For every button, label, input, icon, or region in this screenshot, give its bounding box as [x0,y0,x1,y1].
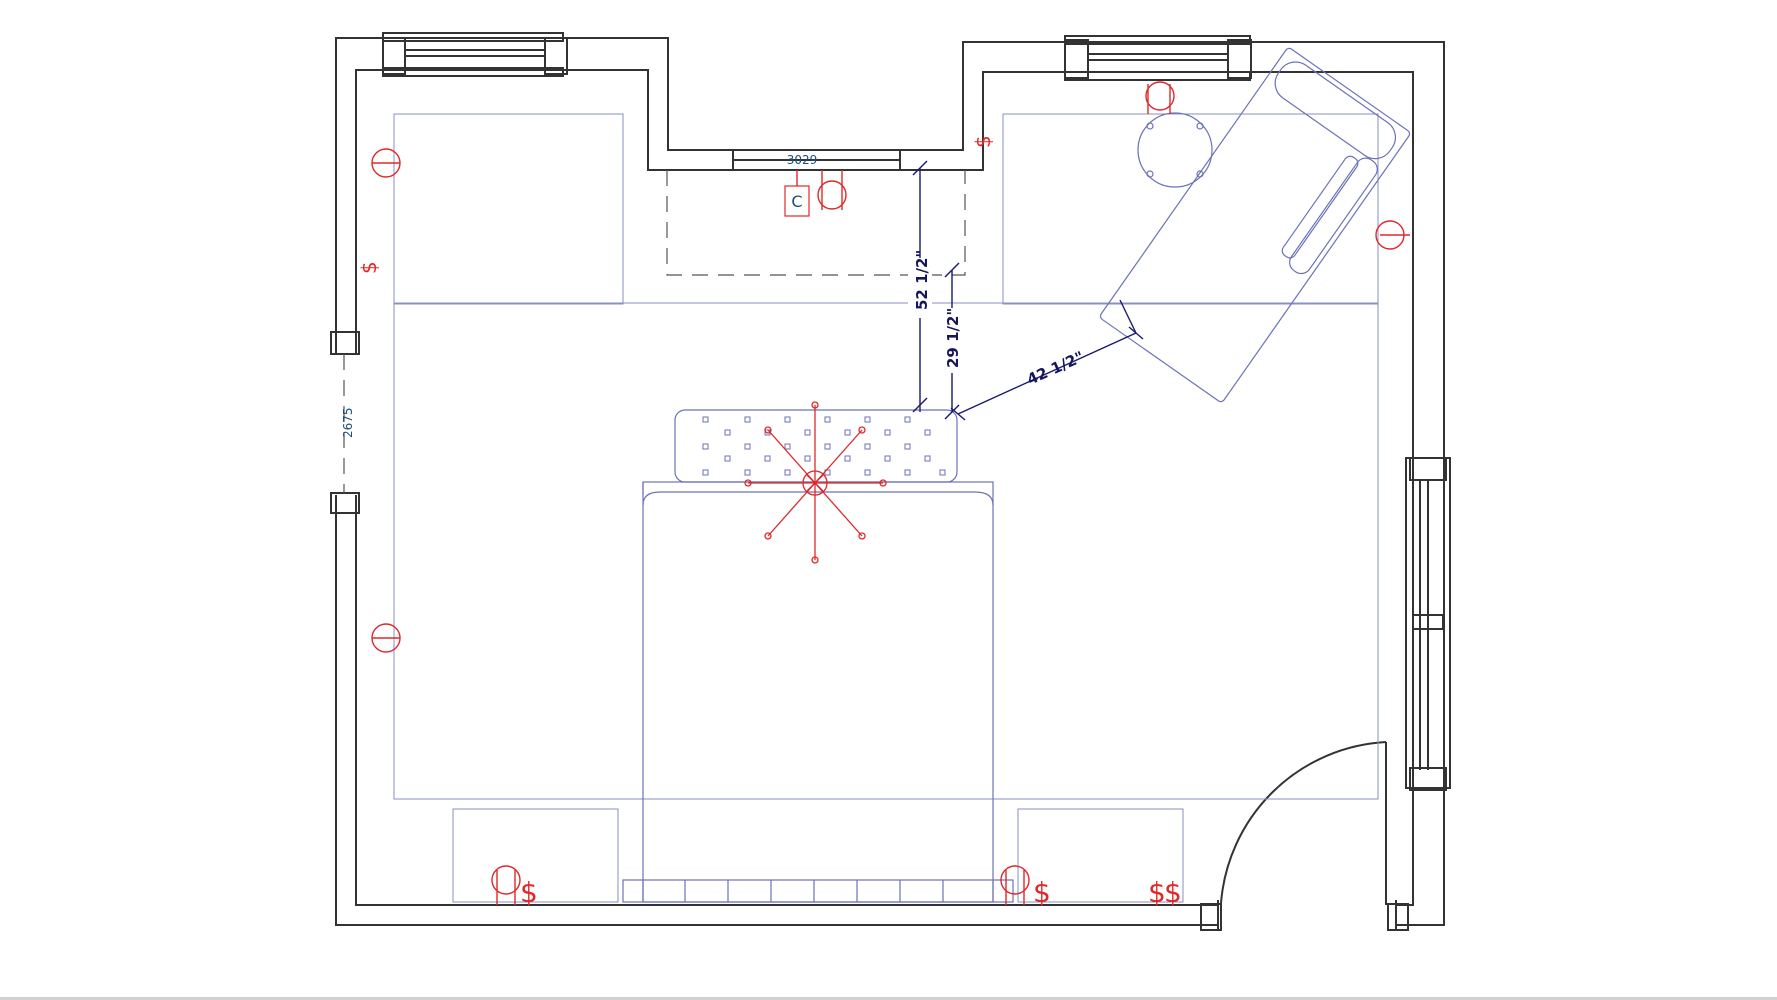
outlet-icon [371,148,401,178]
window-tag: 3029 [787,153,818,167]
outlet-icon [371,623,401,653]
nightstand-left [452,808,619,903]
dimension-29-half-label: 29 1/2" [944,308,962,368]
switch-icon: $ [357,261,381,274]
dimension-29-half: 29 1/2" [940,262,964,420]
dimension-42-half: 42 1/2" [950,299,1144,421]
switch-icon: $ [1033,876,1051,909]
door-left-tag: 2675 [341,407,355,438]
door-left: 2675 [330,331,360,514]
bottom-divider [0,997,1777,1000]
outlet-icon [817,170,847,210]
lounge-chair [1099,47,1411,403]
inner-wall [355,69,1414,906]
wardrobe-left [393,113,624,305]
outlet-icon [1145,81,1175,114]
dimension-52-half: 52 1/2" [908,160,932,413]
window-right [1405,457,1451,791]
nightstand-right [1017,808,1184,903]
alcove-window: 3029 [647,150,966,276]
outlet-icon [1000,865,1030,905]
outer-wall [335,37,1445,926]
window-top-right [1064,35,1252,81]
ceiling-box-label: C [791,192,802,211]
chandelier-icon [744,401,887,564]
window-top-left [382,32,568,77]
outlet-icon [491,865,521,905]
outlet-icon [1375,220,1410,250]
dimension-52-half-label: 52 1/2" [913,250,931,310]
wardrobe-right [1002,113,1379,305]
bed [622,481,1014,903]
switch-icon: $ [1164,876,1182,909]
side-table [1137,112,1213,188]
rug [393,302,1379,800]
dimension-42-half-label: 42 1/2" [1024,348,1086,389]
headboard-pattern [702,416,946,476]
switch-icon: $ [971,135,995,148]
switch-icon: $ [520,876,538,909]
switch-icon: $ [1148,876,1166,909]
door-bottom-right [1200,741,1409,931]
